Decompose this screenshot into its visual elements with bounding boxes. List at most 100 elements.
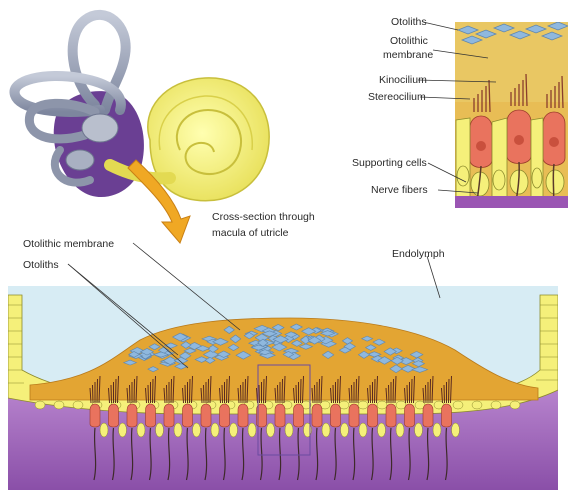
stereocilium [148,385,149,403]
label-inset-stereocilium: Stereocilium [368,91,426,103]
hair-cell [312,404,322,427]
stereocilium [97,379,98,403]
stereocilium [426,385,427,403]
hair-cell [201,404,211,427]
stereocilium [130,385,131,403]
stereocilium [282,379,283,403]
stereocilium [222,385,223,403]
stereocilium [352,385,353,403]
supporting-cell [359,423,367,437]
stereocilium [259,385,260,403]
stereocilium [333,385,334,403]
stereocilium [241,385,242,403]
supporting-cell [248,423,256,437]
hair-cell [90,404,100,427]
supporting-cell [137,423,145,437]
hair-cell [331,404,341,427]
stereocilium [412,379,413,403]
stereocilium [301,379,302,403]
label-inset-nerve-fibers: Nerve fibers [371,184,428,196]
hair-cell [386,404,396,427]
supporting-cell [174,423,182,437]
label-otolithic-membrane: Otolithic membrane [23,238,114,250]
stereocilium [296,385,297,403]
hair-cell [368,404,378,427]
supporting-cell [193,423,201,437]
stereocilium [190,379,191,403]
label-inset-supporting-cells: Supporting cells [352,157,427,169]
epithelial-cell [453,401,463,409]
stereocilium [370,385,371,403]
hair-cell [127,404,137,427]
stereocilium [407,385,408,403]
stereocilium [185,385,186,403]
stereocilium [153,379,154,403]
supporting-cell [452,423,460,437]
supporting-cell [211,423,219,437]
supporting-cell [396,423,404,437]
hair-cell [238,404,248,427]
label-cross-section-line1: Cross-section through [212,211,315,223]
stereocilium [319,379,320,403]
hair-cell [405,404,415,427]
supporting-cell [322,423,330,437]
label-inset-kinocilium: Kinocilium [379,74,427,86]
stereocilium [227,379,228,403]
stereocilium [111,385,112,403]
epithelial-cell [491,401,501,409]
hair-cell [275,404,285,427]
hair-cell [164,404,174,427]
epithelial-cell [510,401,520,409]
macula-inset [455,22,568,208]
stereocilium [444,385,445,403]
epithelial-cell [73,401,83,409]
stereocilium [430,379,431,403]
label-endolymph: Endolymph [392,248,445,260]
hair-cell [146,404,156,427]
label-otoliths: Otoliths [23,259,59,271]
stereocilium [393,379,394,403]
label-inset-otoliths: Otoliths [391,16,427,28]
stereocilium [375,379,376,403]
epithelial-cell [472,401,482,409]
supporting-cell [341,423,349,437]
epithelial-cell [54,401,64,409]
hair-cell [183,404,193,427]
supporting-cell [267,423,275,437]
hair-cell [294,404,304,427]
stereocilium [167,385,168,403]
stereocilium [134,379,135,403]
supporting-cell [119,423,127,437]
stereocilium [449,379,450,403]
supporting-cell [156,423,164,437]
stereocilium [278,385,279,403]
stereocilium [338,379,339,403]
stereocilium [93,385,94,403]
supporting-cell [100,423,108,437]
hair-cell [442,404,452,427]
hair-cell [423,404,433,427]
stereocilium [264,379,265,403]
label-inset-otolithic: Otolithic [390,35,428,47]
hair-cell [220,404,230,427]
stereocilium [389,385,390,403]
epithelial-cell [377,401,387,409]
stereocilium [245,379,246,403]
stereocilium [356,379,357,403]
stereocilium [208,379,209,403]
macula-cross-section [8,286,558,490]
supporting-cell [415,423,423,437]
hair-cell [349,404,359,427]
supporting-cell [433,423,441,437]
label-cross-section-line2: macula of utricle [212,227,289,239]
epithelial-cell [35,401,45,409]
stereocilium [204,385,205,403]
stereocilium [116,379,117,403]
label-inset-membrane: membrane [383,49,433,61]
supporting-cell [285,423,293,437]
supporting-cell [230,423,238,437]
stereocilium [315,385,316,403]
stereocilium [171,379,172,403]
